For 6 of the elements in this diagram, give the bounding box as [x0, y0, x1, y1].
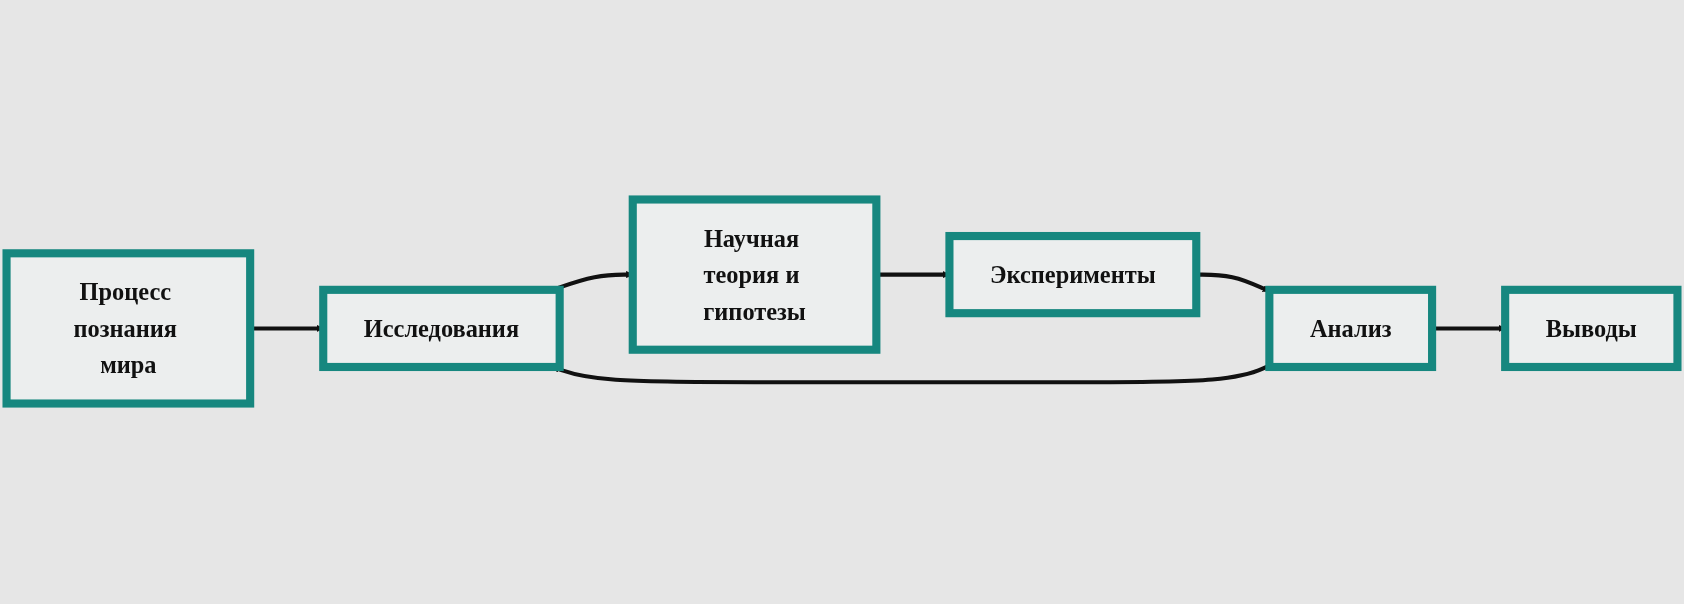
node-box: Научная теория и гипотезы [628, 195, 881, 355]
node-box: Исследования [319, 286, 564, 372]
node-box: Эксперименты [945, 232, 1201, 318]
node-box: Выводы [1501, 286, 1682, 372]
node-box: Анализ [1265, 286, 1437, 372]
node-box: Процесс познания мира [2, 249, 255, 409]
